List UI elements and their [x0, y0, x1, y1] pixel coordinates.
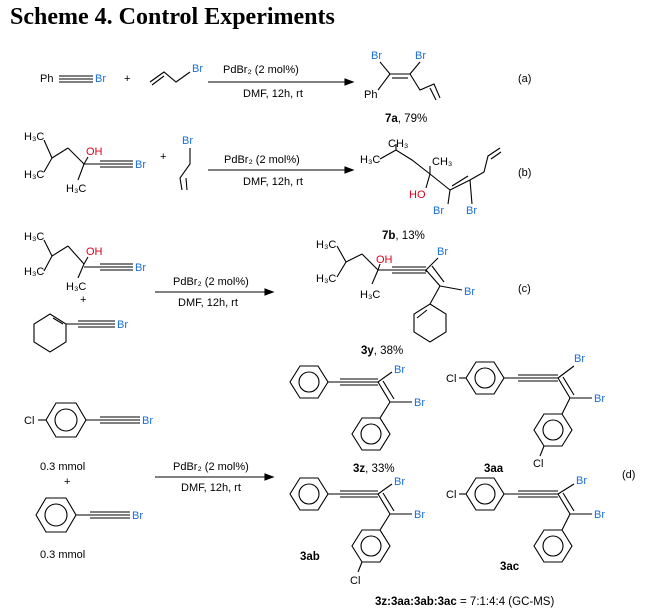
chlorine-label: Cl: [446, 373, 456, 385]
product-label-3z: 3z, 33%: [353, 463, 395, 475]
cyclohexene-ring: [33, 313, 67, 353]
hydroxyl-label: OH: [86, 246, 103, 258]
row-letter-b: (b): [518, 167, 531, 179]
bromine-label: Br: [132, 510, 143, 522]
chlorine-label: Cl: [350, 575, 360, 587]
bromine-label: Br: [464, 286, 475, 298]
methyl-label: H₃C: [66, 183, 86, 195]
bromine-label: Br: [95, 73, 106, 85]
bromine-label: Br: [135, 262, 146, 274]
bromine-label: Br: [394, 476, 405, 488]
benzene-ring: [35, 497, 77, 533]
row-b: H₃C H₃C OH H₃C Br + Br PdBr₂ (2 mol%) DM…: [24, 131, 531, 242]
methyl-label: H₃C: [24, 169, 44, 181]
bromine-label: Br: [414, 509, 425, 521]
row-letter-d: (d): [622, 469, 635, 481]
product-label-7b: 7b, 13%: [382, 230, 425, 242]
benzene-ring: [465, 361, 505, 395]
bromine-label: Br: [574, 353, 585, 365]
bromine-label: Br: [142, 415, 153, 427]
methyl-label: H₃C: [360, 154, 380, 166]
bromine-label: Br: [415, 50, 426, 62]
conditions-label: DMF, 12h, rt: [243, 88, 303, 100]
methyl-label: CH₃: [388, 138, 408, 150]
bromine-label: Br: [117, 319, 128, 331]
methyl-label: H₃C: [24, 131, 44, 143]
product-label-3ac: 3ac: [500, 561, 520, 573]
conditions-label: DMF, 12h, rt: [243, 176, 303, 188]
row-d: Cl Br 0.3 mmol + Br 0.3 mmol PdBr₂ (2 mo…: [24, 353, 635, 608]
conditions-label: DMF, 12h, rt: [181, 482, 241, 494]
methyl-label: H₃C: [316, 239, 336, 251]
phenyl-label: Ph: [364, 89, 377, 101]
plus-sign: +: [124, 73, 130, 85]
chlorine-label: Cl: [24, 415, 34, 427]
bromine-label: Br: [576, 475, 587, 487]
methyl-label: CH₃: [432, 156, 452, 168]
hydroxyl-label: OH: [376, 254, 393, 266]
product-ratio: 3z:3aa:3ab:3ac = 7:1:4:4 (GC-MS): [375, 596, 554, 608]
product-label-3aa: 3aa: [484, 463, 504, 475]
bromine-label: Br: [466, 205, 477, 217]
methyl-label: H₃C: [66, 281, 86, 293]
methyl-label: H₃C: [24, 266, 44, 278]
plus-sign: +: [160, 151, 166, 163]
bromine-label: Br: [414, 397, 425, 409]
hydroxyl-label: OH: [86, 146, 103, 158]
product-label-3y: 3y, 38%: [361, 345, 403, 357]
product-label-3ab: 3ab: [300, 551, 320, 563]
benzene-ring: [533, 529, 573, 563]
methyl-label: H₃C: [316, 273, 336, 285]
benzene-ring: [533, 413, 573, 447]
scheme-title: Scheme 4. Control Experiments: [10, 4, 335, 30]
bromine-label: Br: [371, 50, 382, 62]
bromine-label: Br: [135, 159, 146, 171]
benzene-ring: [465, 477, 505, 511]
benzene-ring: [289, 477, 329, 511]
bromine-label: Br: [594, 393, 605, 405]
product-label-7a: 7a, 79%: [385, 113, 427, 125]
methyl-label: H₃C: [24, 231, 44, 243]
hydroxyl-label: HO: [409, 189, 426, 201]
conditions-label: DMF, 12h, rt: [178, 297, 238, 309]
bromine-label: Br: [192, 63, 203, 75]
bromine-label: Br: [182, 135, 193, 147]
benzene-ring: [45, 402, 87, 438]
catalyst-label: PdBr₂ (2 mol%): [223, 64, 299, 76]
bromine-label: Br: [394, 364, 405, 376]
chlorine-label: Cl: [446, 489, 456, 501]
phenyl-label: Ph: [40, 73, 53, 85]
plus-sign: +: [64, 476, 70, 488]
row-a: Ph Br + Br PdBr₂ (2 mol%) DMF, 12h, rt B…: [40, 50, 531, 125]
row-letter-c: (c): [518, 283, 531, 295]
catalyst-label: PdBr₂ (2 mol%): [173, 276, 249, 288]
bromine-label: Br: [437, 246, 448, 258]
bromine-label: Br: [594, 509, 605, 521]
row-c: H₃C H₃C OH H₃C Br + Br PdBr₂ (2 mol%) DM…: [24, 231, 531, 357]
catalyst-label: PdBr₂ (2 mol%): [173, 461, 249, 473]
plus-sign: +: [80, 294, 86, 306]
cyclohexene-ring: [413, 303, 447, 343]
benzene-ring: [351, 417, 391, 451]
catalyst-label: PdBr₂ (2 mol%): [224, 154, 300, 166]
bromine-label: Br: [433, 205, 444, 217]
benzene-ring: [351, 529, 391, 563]
methyl-label: H₃C: [360, 289, 380, 301]
amount-label: 0.3 mmol: [40, 549, 85, 561]
chlorine-label: Cl: [533, 458, 543, 470]
row-letter-a: (a): [518, 73, 531, 85]
amount-label: 0.3 mmol: [40, 461, 85, 473]
benzene-ring: [289, 365, 329, 399]
